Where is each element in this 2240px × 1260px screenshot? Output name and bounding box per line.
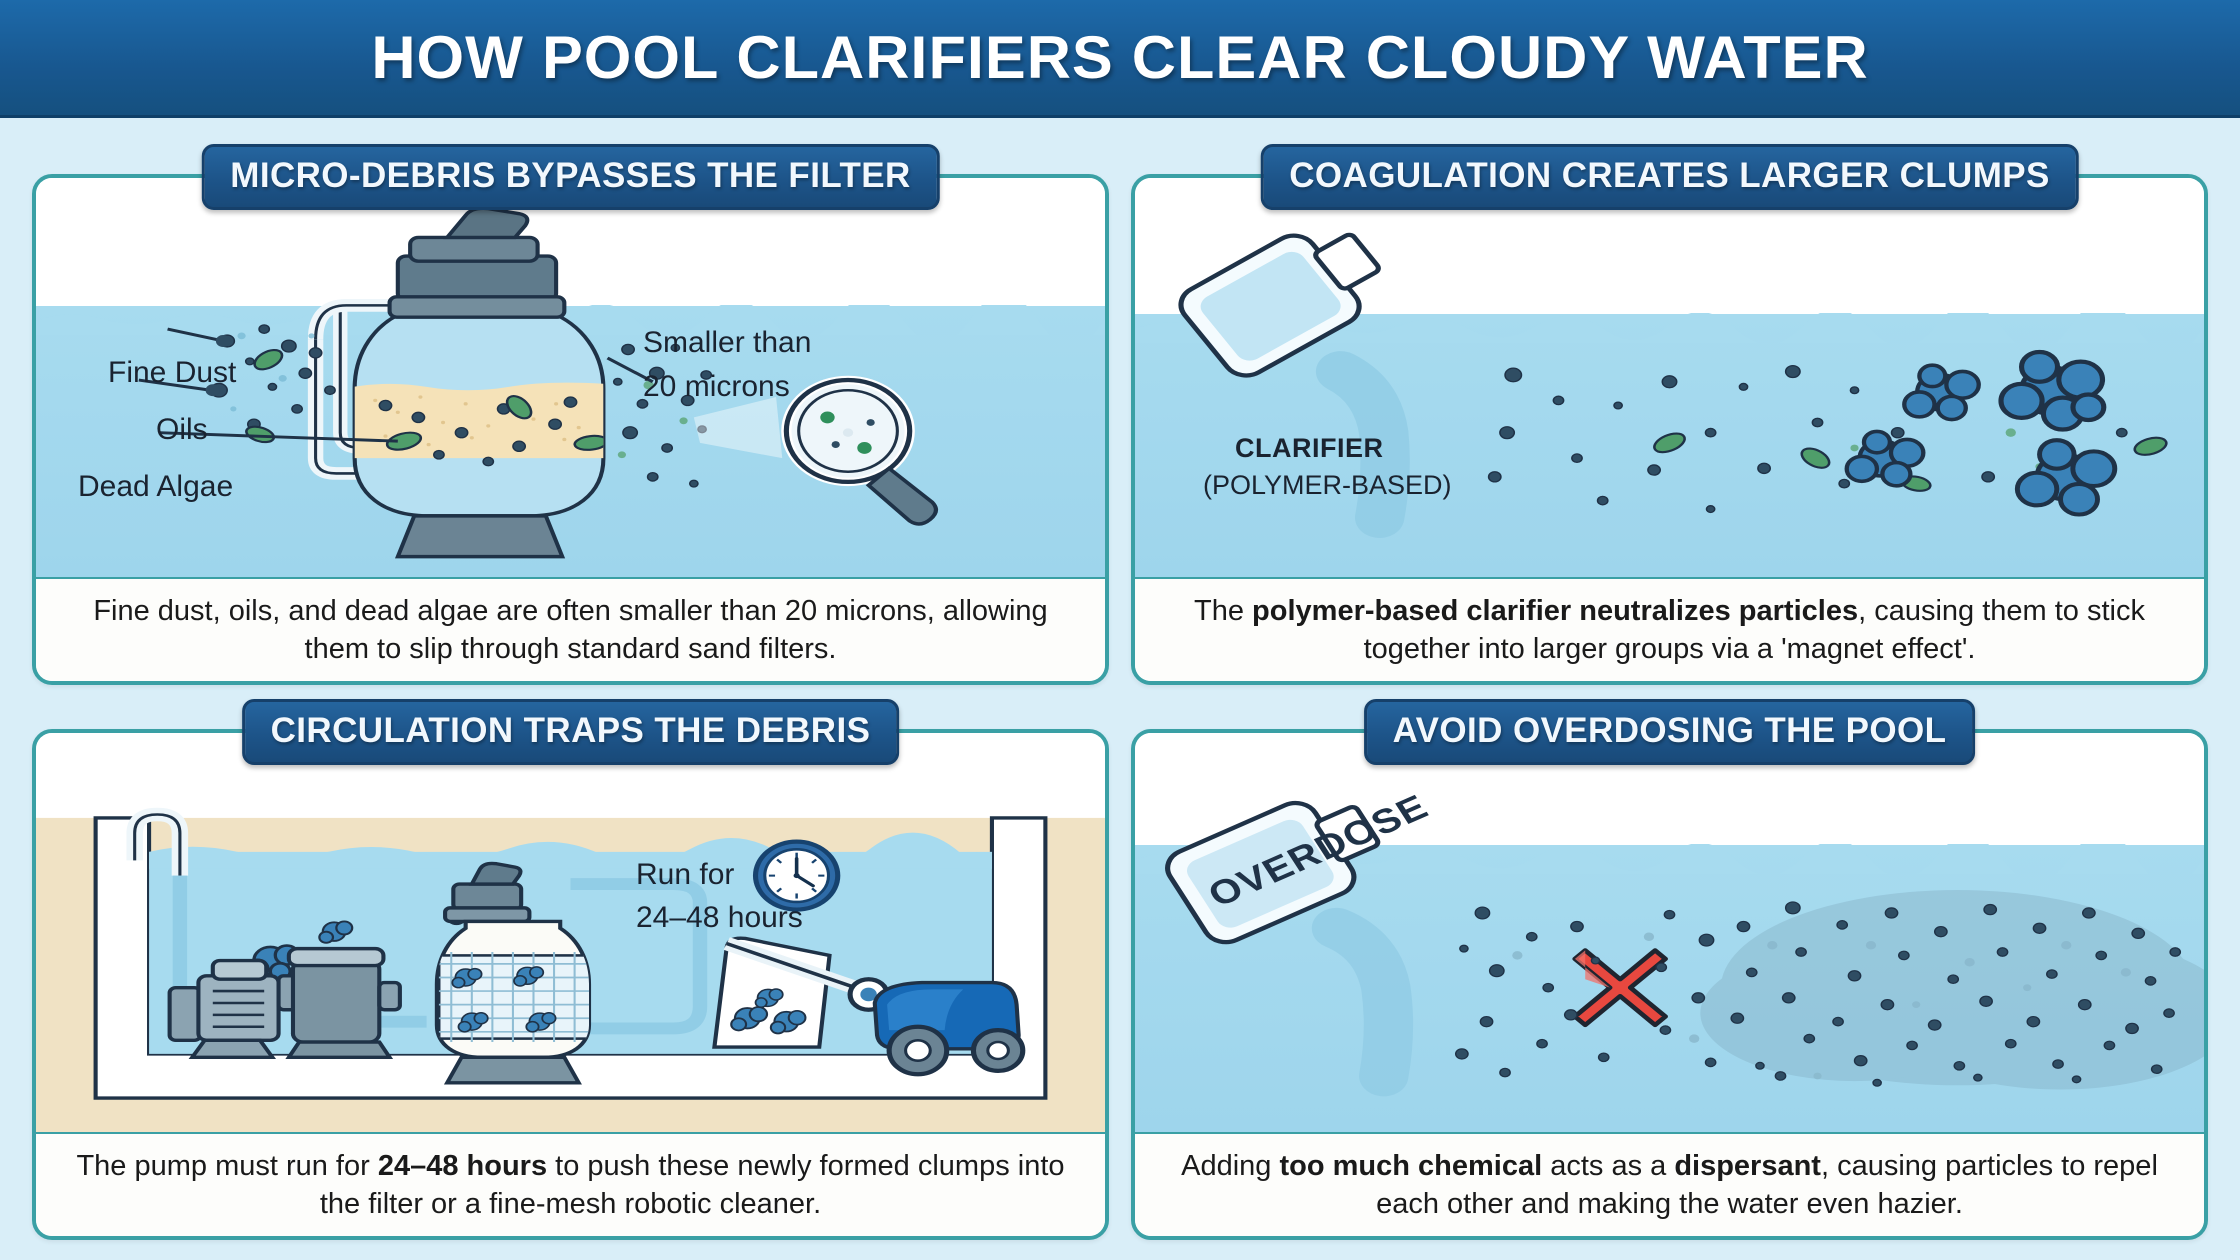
caption-coagulation: The polymer-based clarifier neutralizes … (1135, 577, 2204, 681)
filter-tank-with-clumps (434, 861, 592, 1085)
label-oils: Oils (156, 413, 208, 446)
panel-card-overdose: OVERDOSE (1131, 729, 2208, 1240)
caption-text: Adding too much chemical acts as a dispe… (1181, 1149, 2158, 1220)
panel-micro-debris: MICRO-DEBRIS BYPASSES THE FILTER (32, 144, 1109, 691)
circulation-flow (172, 875, 708, 1035)
panel-title-circulation: CIRCULATION TRAPS THE DEBRIS (241, 699, 900, 765)
pool-cutaway-diagram (36, 807, 1105, 1132)
caption-overdose: Adding too much chemical acts as a dispe… (1135, 1132, 2204, 1236)
water-clumps (203, 895, 557, 1047)
pool-water (149, 851, 992, 1054)
caption-micro-debris: Fine dust, oils, and dead algae are ofte… (36, 577, 1105, 681)
panel-card-circulation: Run for 24–48 hours The pump must run fo… (32, 729, 1109, 1240)
panel-title-overdose: AVOID OVERDOSING THE POOL (1363, 699, 1976, 765)
illustration-micro-debris: Fine Dust Oils Dead Algae Smaller than 2… (36, 178, 1105, 577)
panel-card-coagulation: CLARIFIER (POLYMER-BASED) The polymer-ba… (1131, 174, 2208, 685)
water-surface-wave (36, 304, 1105, 335)
robotic-cleaner (712, 936, 1026, 1077)
label-run-for-line2: 24–48 hours (636, 901, 803, 934)
label-microns-line1: Smaller than (643, 326, 812, 359)
label-microns-line2: 20 microns (643, 370, 790, 403)
water-body (1135, 843, 2204, 1132)
caption-text: The polymer-based clarifier neutralizes … (1194, 594, 2145, 665)
pool-shell (93, 816, 1048, 1100)
return-pipe (126, 807, 189, 876)
panel-title-coagulation: COAGULATION CREATES LARGER CLUMPS (1260, 144, 2079, 210)
caption-text: Fine dust, oils, and dead algae are ofte… (93, 594, 1048, 665)
caption-text: The pump must run for 24–48 hours to pus… (76, 1149, 1065, 1220)
panel-title-micro-debris: MICRO-DEBRIS BYPASSES THE FILTER (201, 144, 940, 210)
page-header: HOW POOL CLARIFIERS CLEAR CLOUDY WATER (0, 0, 2240, 118)
page-title: HOW POOL CLARIFIERS CLEAR CLOUDY WATER (371, 24, 1869, 91)
panel-grid: MICRO-DEBRIS BYPASSES THE FILTER (0, 118, 2240, 1260)
caption-circulation: The pump must run for 24–48 hours to pus… (36, 1132, 1105, 1236)
illustration-overdose: OVERDOSE (1135, 733, 2204, 1132)
pool-pump (167, 946, 402, 1059)
panel-overdose: AVOID OVERDOSING THE POOL (1131, 699, 2208, 1246)
label-clarifier-type: (POLYMER-BASED) (1203, 470, 1452, 500)
pool-deck (36, 817, 1105, 1132)
water-surface-wave (1135, 312, 2204, 343)
label-clarifier-name: CLARIFIER (1235, 433, 1384, 463)
label-dead-algae: Dead Algae (78, 470, 234, 503)
label-fine-dust: Fine Dust (108, 356, 237, 389)
panel-coagulation: COAGULATION CREATES LARGER CLUMPS (1131, 144, 2208, 691)
water-surface-wave (1135, 843, 2204, 874)
panel-card-micro-debris: Fine Dust Oils Dead Algae Smaller than 2… (32, 174, 1109, 685)
illustration-coagulation: CLARIFIER (POLYMER-BASED) (1135, 178, 2204, 577)
illustration-circulation: Run for 24–48 hours (36, 733, 1105, 1132)
clock-icon (752, 839, 841, 912)
label-run-for-line1: Run for (636, 858, 735, 891)
filter-valve-head (387, 206, 567, 319)
panel-circulation: CIRCULATION TRAPS THE DEBRIS (32, 699, 1109, 1246)
